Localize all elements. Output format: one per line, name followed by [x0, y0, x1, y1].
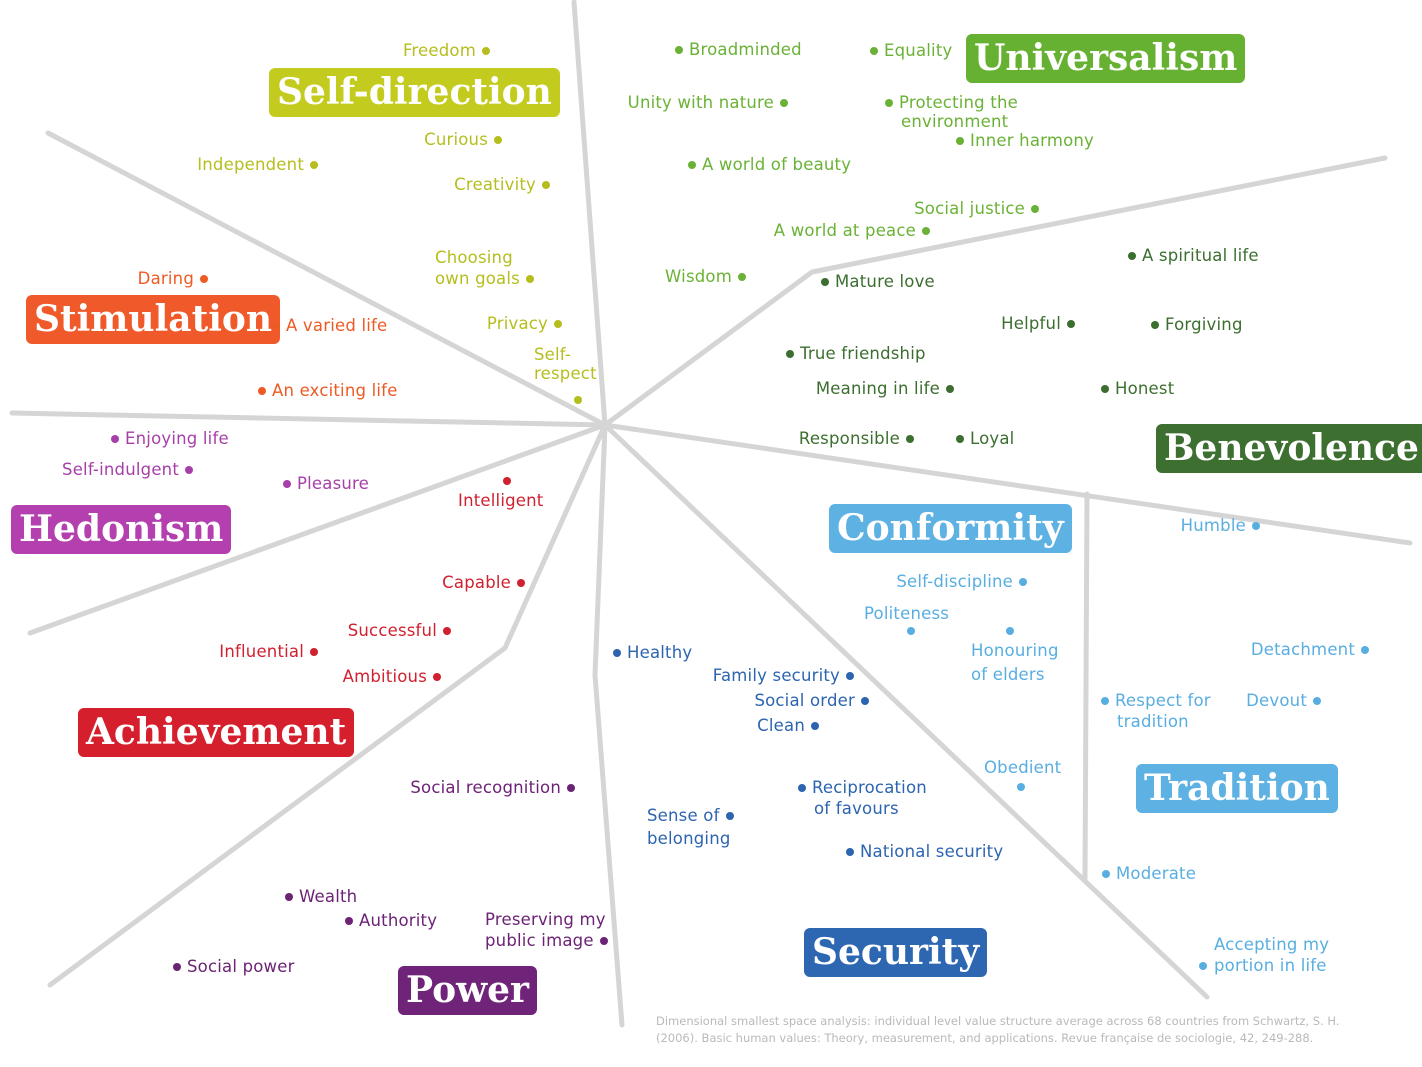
category-tradition: Tradition — [1136, 764, 1338, 813]
value-meaning-in-life: Meaning in life — [790, 378, 954, 399]
source-caption: Dimensional smallest space analysis: ind… — [656, 1014, 1340, 1045]
value-reciprocation-of-favours: Reciprocation of favours — [798, 777, 927, 819]
value-moderate: Moderate — [1102, 863, 1196, 884]
value-intelligent-dot — [503, 477, 511, 485]
value-protecting-environment: Protecting the environment — [885, 93, 1018, 131]
category-hedonism: Hedonism — [11, 505, 232, 554]
value-self-respect-dot — [574, 396, 582, 404]
value-honouring-of-elders: Honouring of elders — [971, 641, 1059, 684]
category-achievement: Achievement — [78, 708, 355, 757]
divider-line — [592, 422, 625, 1028]
value-self-respect: Self- respect — [534, 345, 597, 383]
value-responsible: Responsible — [770, 428, 914, 449]
value-successful: Successful — [300, 620, 451, 641]
value-preserving-public-image: Preserving my public image — [485, 910, 608, 950]
divider-line — [47, 422, 608, 988]
value-accepting-my-portion: Accepting my portion in life — [1214, 935, 1330, 975]
divider-line — [602, 155, 1388, 428]
category-benevolence: Benevolence — [1156, 424, 1422, 473]
category-conformity: Conformity — [829, 504, 1072, 553]
value-broadminded: Broadminded — [675, 39, 802, 60]
value-curious: Curious — [390, 129, 502, 150]
value-choosing-own-goals: Choosing own goals — [435, 247, 534, 289]
value-detachment: Detachment — [1230, 639, 1369, 660]
value-daring: Daring — [110, 268, 208, 289]
category-universalism: Universalism — [966, 34, 1246, 83]
value-social-order: Social order — [720, 690, 869, 711]
value-a-varied-life: A varied life — [272, 315, 387, 336]
value-national-security: National security — [846, 841, 1003, 862]
divider-line — [602, 422, 1413, 546]
divider-line — [602, 422, 1210, 1000]
value-freedom: Freedom — [380, 40, 490, 61]
value-privacy: Privacy — [470, 313, 562, 334]
value-enjoying-life: Enjoying life — [111, 428, 229, 449]
value-sense-of-belonging: Sense of belonging — [647, 804, 734, 850]
value-accepting-dot — [1199, 962, 1207, 970]
value-humble: Humble — [1160, 515, 1260, 536]
value-devout: Devout — [1230, 690, 1321, 711]
value-forgiving: Forgiving — [1151, 314, 1243, 335]
value-independent: Independent — [170, 154, 318, 175]
category-power: Power — [398, 966, 537, 1015]
value-intelligent: Intelligent — [458, 491, 544, 510]
value-self-indulgent: Self-indulgent — [40, 459, 193, 480]
value-pleasure: Pleasure — [283, 473, 369, 494]
value-a-world-of-beauty: A world of beauty — [688, 154, 851, 175]
value-social-power: Social power — [173, 956, 295, 977]
value-unity-with-nature: Unity with nature — [600, 92, 788, 113]
value-a-spiritual-life: A spiritual life — [1128, 245, 1259, 266]
value-true-friendship: True friendship — [786, 343, 926, 364]
value-social-justice: Social justice — [880, 198, 1039, 219]
value-clean: Clean — [740, 715, 819, 736]
divider-line — [1082, 491, 1090, 883]
value-honest: Honest — [1101, 378, 1174, 399]
value-ambitious: Ambitious — [300, 666, 441, 687]
category-stimulation: Stimulation — [26, 295, 281, 344]
value-wealth: Wealth — [285, 886, 357, 907]
value-politeness: Politeness — [864, 604, 950, 623]
value-respect-for-tradition: Respect for tradition — [1101, 690, 1211, 732]
value-wisdom: Wisdom — [640, 266, 746, 287]
value-loyal: Loyal — [956, 428, 1014, 449]
value-helpful: Helpful — [970, 313, 1075, 334]
value-an-exciting-life: An exciting life — [258, 380, 398, 401]
value-family-security: Family security — [690, 665, 854, 686]
value-healthy: Healthy — [613, 642, 692, 663]
value-creativity: Creativity — [420, 174, 550, 195]
category-security: Security — [804, 928, 988, 977]
value-inner-harmony: Inner harmony — [956, 130, 1094, 151]
value-self-discipline: Self-discipline — [860, 571, 1027, 592]
value-honouring-dot — [1006, 627, 1014, 635]
divider-line — [9, 410, 608, 428]
value-equality: Equality — [870, 40, 952, 61]
value-mature-love: Mature love — [821, 271, 935, 292]
value-authority: Authority — [345, 910, 437, 931]
divider-line — [45, 130, 608, 428]
value-obedient-dot — [1017, 783, 1025, 791]
divider-line — [27, 422, 608, 636]
value-a-world-at-peace: A world at peace — [750, 220, 930, 241]
value-capable: Capable — [400, 572, 525, 593]
category-self-direction: Self-direction — [269, 68, 560, 117]
divider-line — [571, 0, 608, 428]
value-politeness-dot — [907, 627, 915, 635]
value-social-recognition: Social recognition — [380, 777, 575, 798]
value-obedient: Obedient — [984, 758, 1062, 777]
value-influential: Influential — [180, 641, 318, 662]
